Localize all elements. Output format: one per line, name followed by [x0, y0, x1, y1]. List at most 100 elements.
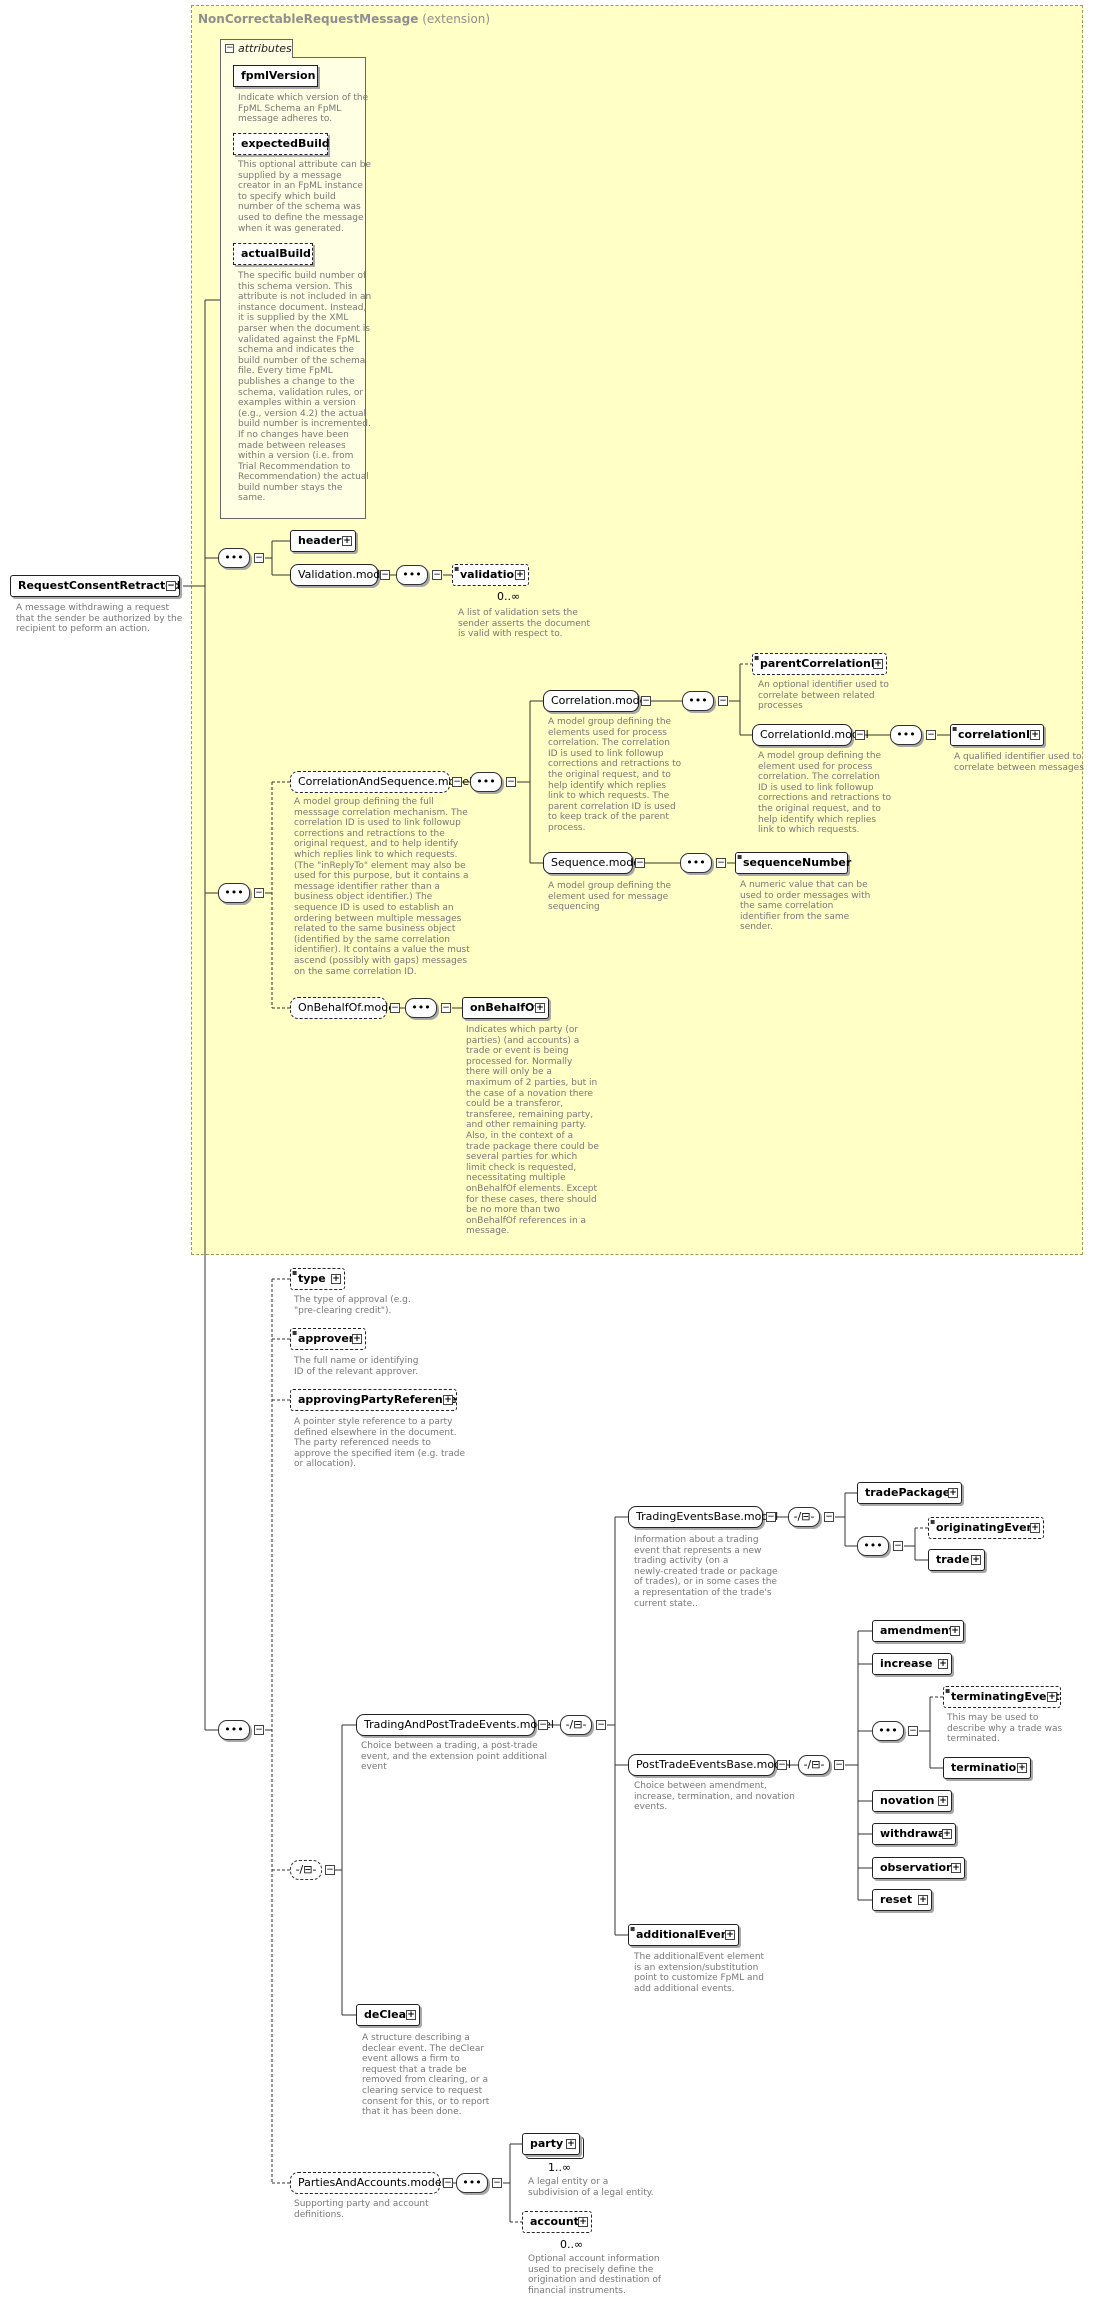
expand-icon[interactable]: + [331, 1274, 341, 1284]
group-correlation-sequence-model[interactable]: CorrelationAndSequence.model [290, 771, 472, 793]
attr-expectedbuild[interactable]: expectedBuild [233, 133, 330, 155]
element-validation[interactable]: ▪validation+ [452, 564, 529, 586]
expand-icon[interactable]: + [725, 1930, 735, 1940]
attr-fpmlversion[interactable]: fpmlVersion [233, 65, 318, 87]
element-on-behalf-of[interactable]: onBehalfOf+ [462, 997, 549, 1019]
originating-event-label: originatingEvent [936, 1521, 1040, 1534]
expand-icon[interactable]: + [1017, 1763, 1027, 1773]
expand-icon[interactable]: + [942, 1829, 952, 1839]
collapse-icon[interactable]: − [908, 1726, 918, 1736]
element-type[interactable]: ▪type+ [290, 1268, 345, 1290]
expand-icon[interactable]: + [352, 1334, 362, 1344]
expand-icon[interactable]: + [938, 1659, 948, 1669]
group-parties-accounts-model[interactable]: PartiesAndAccounts.model [290, 2172, 445, 2194]
element-account[interactable]: account+ [522, 2211, 592, 2233]
collapse-icon[interactable]: − [635, 858, 645, 868]
element-withdrawal[interactable]: withdrawal+ [872, 1823, 956, 1845]
collapse-icon[interactable]: − [325, 1865, 335, 1875]
element-termination[interactable]: termination+ [943, 1757, 1031, 1779]
collapse-icon[interactable]: − [766, 1512, 776, 1522]
element-terminating-event[interactable]: ▪terminatingEvent+ [943, 1686, 1061, 1708]
expand-icon[interactable]: + [342, 536, 352, 546]
expand-icon[interactable]: + [1030, 730, 1040, 740]
group-sequence-model[interactable]: Sequence.model [543, 852, 643, 874]
collapse-icon[interactable]: − [506, 777, 516, 787]
element-correlation-id[interactable]: ▪correlationId+ [950, 724, 1044, 746]
group-validation-model[interactable]: Validation.model [290, 564, 390, 586]
expand-icon[interactable]: + [515, 570, 525, 580]
collapse-icon[interactable]: − [443, 2178, 453, 2188]
group-on-behalf-of-model[interactable]: OnBehalfOf.model [290, 997, 398, 1019]
element-reset[interactable]: reset+ [872, 1889, 932, 1911]
expand-icon[interactable]: + [578, 2217, 588, 2227]
sequence-compositor: ••• [680, 853, 712, 873]
element-party[interactable]: party+ [522, 2133, 584, 2159]
expand-icon[interactable]: + [1030, 1523, 1040, 1533]
expand-icon[interactable]: + [950, 1626, 960, 1636]
trading-events-model-label: TradingEventsBase.model [636, 1510, 779, 1523]
type-label: type [298, 1272, 326, 1285]
collapse-icon[interactable]: − [855, 730, 865, 740]
collapse-icon[interactable]: − [390, 1003, 400, 1013]
collapse-icon[interactable]: − [538, 1720, 548, 1730]
sequence-compositor: ••• [396, 565, 428, 585]
group-trading-post-model[interactable]: TradingAndPostTradeEvents.model [356, 1714, 554, 1736]
group-correlation-model[interactable]: Correlation.model [543, 690, 649, 712]
expand-icon[interactable]: + [873, 659, 883, 669]
expand-icon[interactable]: + [443, 1395, 453, 1405]
collapse-icon[interactable]: − [254, 888, 264, 898]
collapse-icon[interactable]: − [225, 43, 234, 53]
collapse-icon[interactable]: − [254, 1725, 264, 1735]
collapse-icon[interactable]: − [641, 696, 651, 706]
expand-icon[interactable]: + [1047, 1692, 1057, 1702]
attributes-tab[interactable]: −attributes [220, 39, 293, 58]
collapse-icon[interactable]: − [718, 696, 728, 706]
parent-correlation-id-label: parentCorrelationId [760, 657, 883, 670]
collapse-icon[interactable]: − [596, 1720, 606, 1730]
collapse-icon[interactable]: − [824, 1512, 834, 1522]
collapse-icon[interactable]: − [926, 730, 936, 740]
validation-model-label: Validation.model [298, 568, 391, 581]
expand-icon[interactable]: + [566, 2139, 576, 2149]
collapse-icon[interactable]: − [166, 581, 176, 591]
group-trading-events-model[interactable]: TradingEventsBase.model [628, 1506, 778, 1528]
expand-icon[interactable]: + [951, 1863, 961, 1873]
element-trade[interactable]: trade+ [928, 1549, 985, 1571]
attr-actualbuild[interactable]: actualBuild [233, 243, 313, 265]
termination-label: termination [951, 1761, 1025, 1774]
element-amendment[interactable]: amendment+ [872, 1620, 964, 1642]
collapse-icon[interactable]: − [834, 1760, 844, 1770]
element-additional-event[interactable]: ▪additionalEvent+ [628, 1924, 739, 1946]
element-approver[interactable]: ▪approver+ [290, 1328, 366, 1350]
group-post-trade-model[interactable]: PostTradeEventsBase.model [628, 1754, 791, 1776]
collapse-icon[interactable]: − [380, 570, 390, 580]
collapse-icon[interactable]: − [432, 570, 442, 580]
element-approving-party-reference[interactable]: approvingPartyReference+ [290, 1389, 457, 1411]
element-originating-event[interactable]: ▪originatingEvent+ [928, 1517, 1044, 1539]
element-declear[interactable]: deClear+ [356, 2004, 420, 2026]
group-correlation-id-model[interactable]: CorrelationId.model [752, 724, 869, 746]
element-novation[interactable]: novation+ [872, 1790, 952, 1812]
element-observation[interactable]: observation+ [872, 1857, 965, 1879]
collapse-icon[interactable]: − [441, 1003, 451, 1013]
collapse-icon[interactable]: − [254, 553, 264, 563]
element-increase[interactable]: increase+ [872, 1653, 952, 1675]
expand-icon[interactable]: + [918, 1895, 928, 1905]
expand-icon[interactable]: + [535, 1003, 545, 1013]
element-header[interactable]: header+ [290, 530, 356, 552]
collapse-icon[interactable]: − [452, 777, 462, 787]
expand-icon[interactable]: + [948, 1488, 958, 1498]
collapse-icon[interactable]: − [492, 2178, 502, 2188]
root-element[interactable]: RequestConsentRetracted− [10, 575, 181, 597]
expand-icon[interactable]: + [971, 1555, 981, 1565]
collapse-icon[interactable]: − [777, 1760, 787, 1770]
collapse-icon[interactable]: − [716, 858, 726, 868]
expand-icon[interactable]: + [406, 2010, 416, 2020]
element-parent-correlation-id[interactable]: ▪parentCorrelationId+ [752, 653, 887, 675]
collapse-icon[interactable]: − [893, 1541, 903, 1551]
element-sequence-number[interactable]: ▪sequenceNumber [735, 852, 851, 874]
element-trade-package[interactable]: tradePackage+ [857, 1482, 962, 1504]
expand-icon[interactable]: + [938, 1796, 948, 1806]
